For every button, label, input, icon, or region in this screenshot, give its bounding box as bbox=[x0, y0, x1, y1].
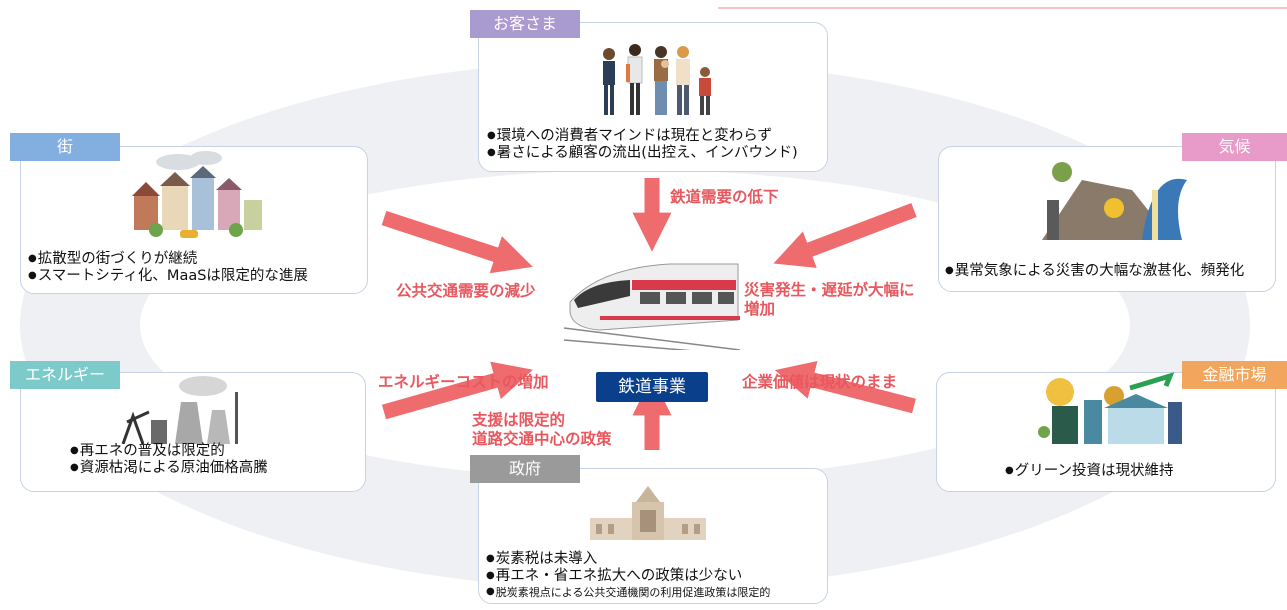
government-bullet-1: ●炭素税は未導入 bbox=[486, 551, 598, 567]
bullet-dot: ● bbox=[70, 445, 79, 456]
coin-icon bbox=[1104, 386, 1124, 406]
energy-bullet-1: ●再エネの普及は限定的 bbox=[70, 443, 225, 459]
bullet-dot: ● bbox=[70, 462, 79, 473]
town-arrow-label: 公共交通需要の減少 bbox=[396, 282, 536, 300]
finance-bullet-1: ●グリーン投資は現状維持 bbox=[1005, 463, 1174, 479]
tree-icon bbox=[1052, 162, 1072, 182]
government-arrow-label-line-2: 道路交通中心の政策 bbox=[472, 430, 612, 448]
building-icon bbox=[1084, 400, 1102, 444]
government-bullet-3: ●脱炭素視点による公共交通機関の利用促進政策は限定的 bbox=[486, 586, 771, 599]
building-icon bbox=[132, 166, 262, 230]
train-icon bbox=[563, 263, 741, 350]
tree-icon bbox=[229, 223, 243, 237]
climate-illustration bbox=[1042, 162, 1187, 240]
customers-bullet-2: ●暑さによる顧客の流出(出控え、インバウンド) bbox=[487, 145, 798, 161]
climate-arrow-label-line-1: 災害発生・遅延が大幅に bbox=[744, 281, 915, 299]
arrow-up-icon bbox=[1129, 372, 1175, 391]
person-icon bbox=[603, 48, 615, 115]
bullet-dot: ● bbox=[486, 586, 495, 597]
arrow-town bbox=[381, 210, 533, 274]
building-icon bbox=[1047, 200, 1059, 240]
arrow-finance bbox=[774, 360, 916, 414]
bullet-dot: ● bbox=[486, 570, 495, 581]
town-bullet-1: ●拡散型の街づくりが継続 bbox=[28, 251, 198, 267]
bullet-dot: ● bbox=[1005, 465, 1014, 476]
cloud-icon bbox=[190, 151, 222, 165]
phone-icon bbox=[1168, 402, 1182, 444]
cooling-tower-icon bbox=[175, 402, 203, 444]
crane-icon bbox=[235, 392, 238, 444]
energy-bullet-2: ●資源枯渇による原油価格高騰 bbox=[70, 460, 268, 476]
customers-bullet-1: ●環境への消費者マインドは現在と変わらず bbox=[487, 128, 772, 144]
smoke-icon bbox=[179, 376, 227, 396]
town-bullet-2: ●スマートシティ化、MaaSは限定的な進展 bbox=[28, 268, 308, 284]
oil-pump-icon bbox=[121, 410, 150, 444]
top-accent-bar bbox=[718, 0, 1287, 9]
sun-icon bbox=[1046, 378, 1074, 406]
car-icon bbox=[180, 230, 198, 238]
building-icon bbox=[1052, 406, 1078, 444]
person-icon bbox=[626, 44, 643, 115]
arrow-energy bbox=[381, 361, 534, 420]
climate-arrow-label-line-2: 増加 bbox=[744, 300, 776, 318]
government-tag: 政府 bbox=[470, 455, 580, 483]
energy-arrow-label: エネルギーコストの増加 bbox=[378, 373, 549, 391]
bullet-dot: ● bbox=[28, 270, 37, 281]
finance-arrow-label: 企業価値は現状のまま bbox=[742, 373, 898, 391]
energy-illustration bbox=[121, 376, 238, 444]
finance-tag: 金融市場 bbox=[1182, 361, 1287, 389]
bullet-dot: ● bbox=[945, 265, 954, 276]
bullet-dot: ● bbox=[486, 553, 495, 564]
cloud-icon bbox=[156, 154, 200, 170]
bullet-dot: ● bbox=[487, 147, 496, 158]
center-label: 鉄道事業 bbox=[596, 372, 708, 402]
finance-illustration bbox=[1038, 372, 1182, 444]
train-illustration bbox=[563, 263, 741, 350]
arrow-climate bbox=[773, 202, 917, 268]
diet-building-icon bbox=[590, 486, 706, 540]
customers-illustration bbox=[603, 44, 711, 115]
government-arrow-label-line-1: 支援は限定的 bbox=[472, 411, 566, 429]
customers-arrow-label: 鉄道需要の低下 bbox=[670, 188, 779, 206]
person-icon bbox=[676, 46, 690, 115]
town-tag: 街 bbox=[10, 133, 120, 161]
customers-tag: お客さま bbox=[470, 10, 580, 38]
bank-icon bbox=[1108, 408, 1164, 444]
bullet-dot: ● bbox=[487, 130, 496, 141]
person-icon bbox=[699, 67, 711, 115]
cooling-tower-icon bbox=[207, 410, 230, 444]
tree-icon bbox=[149, 223, 163, 237]
government-arrow-label: 支援は限定的 道路交通中心の政策 bbox=[472, 411, 612, 449]
government-bullet-2: ●再エネ・省エネ拡大への政策は少ない bbox=[486, 568, 743, 584]
person-icon bbox=[1152, 190, 1158, 240]
customers-box bbox=[478, 22, 828, 172]
bullet-dot: ● bbox=[28, 253, 37, 264]
climate-tag: 気候 bbox=[1182, 133, 1287, 161]
factory-icon bbox=[151, 420, 167, 444]
radiation-icon bbox=[1104, 198, 1124, 218]
government-illustration bbox=[590, 486, 706, 540]
energy-tag: エネルギー bbox=[10, 361, 120, 389]
climate-arrow-label: 災害発生・遅延が大幅に 増加 bbox=[744, 281, 915, 319]
town-illustration bbox=[132, 151, 262, 238]
climate-bullet-1: ●異常気象による災害の大幅な激甚化、頻発化 bbox=[945, 263, 1245, 279]
person-icon bbox=[654, 46, 669, 115]
tree-icon bbox=[1038, 426, 1050, 438]
